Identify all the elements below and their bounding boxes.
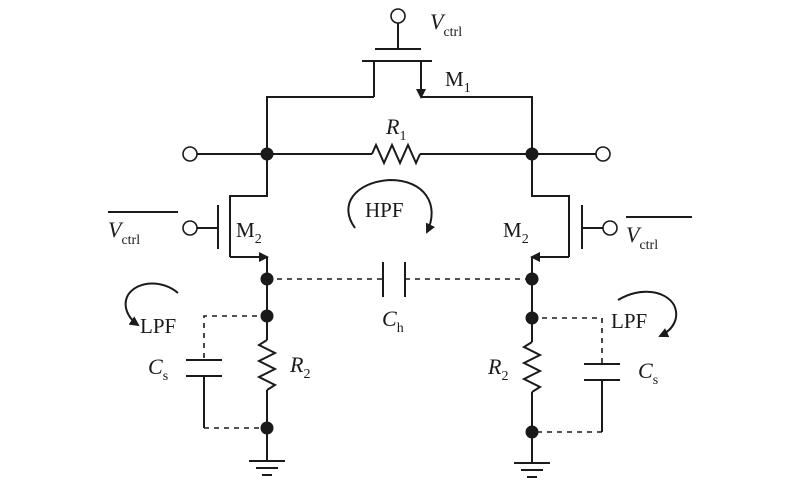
resistor-r2-right	[521, 341, 543, 393]
lpf-right-arrow-icon	[617, 290, 678, 338]
hpf-arrow-icon	[347, 178, 435, 234]
label-r2-left: R2	[289, 352, 310, 382]
wire-m1-left	[266, 96, 374, 154]
resistor-r1	[371, 142, 421, 166]
ground-left-icon	[249, 460, 285, 476]
label-r1: R1	[385, 114, 406, 144]
label-m2-right: M2	[503, 218, 529, 247]
label-hpf: HPF	[365, 198, 404, 222]
input-right-terminal	[595, 146, 611, 162]
label-ch: Ch	[382, 306, 404, 336]
label-lpf-right: LPF	[611, 309, 647, 333]
label-vctrl-top: Vctrl	[430, 9, 462, 40]
transistor-m1	[362, 8, 432, 99]
label-m2-left: M2	[236, 218, 262, 247]
label-m1: M1	[445, 67, 471, 96]
wire-m1-right	[421, 96, 533, 154]
transistor-m2-right	[530, 154, 618, 279]
lpf-left-arrow-icon	[124, 282, 179, 327]
input-left-terminal	[182, 146, 198, 162]
vctrl-bar-right-terminal	[602, 220, 618, 236]
label-vctrl-bar-right: Vctrl	[626, 222, 658, 253]
vctrl-top-terminal	[390, 8, 406, 24]
ground-right-icon	[514, 462, 550, 478]
label-cs-right: Cs	[638, 358, 658, 388]
label-vctrl-bar-left: Vctrl	[108, 217, 140, 248]
vctrl-bar-left-terminal	[182, 220, 198, 236]
label-cs-left: Cs	[148, 354, 168, 384]
label-r2-right: R2	[487, 354, 508, 384]
label-lpf-left: LPF	[140, 314, 176, 338]
resistor-r2-left	[256, 339, 278, 391]
transistor-m2-left	[182, 154, 269, 279]
